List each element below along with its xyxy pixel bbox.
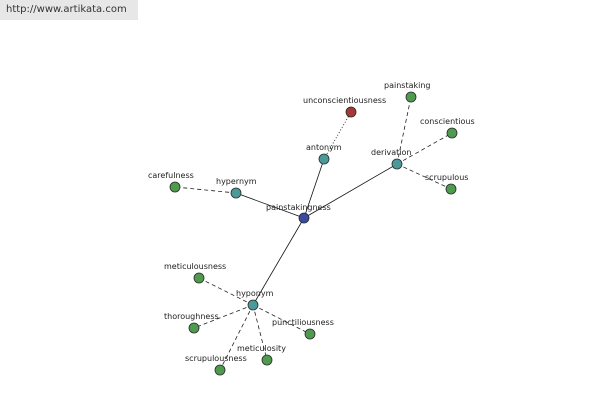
node-label-antonym[interactable]: antonym — [306, 143, 342, 152]
node-label-punctiliousness[interactable]: punctiliousness — [272, 318, 334, 327]
node-label-unconscientiousness[interactable]: unconscientiousness — [303, 96, 386, 105]
edge-painstakingness-hyponym — [252, 217, 305, 306]
node-painstaking[interactable] — [405, 91, 417, 103]
node-label-meticulousness[interactable]: meticulousness — [164, 262, 226, 271]
edge-derivation-conscientious — [396, 132, 453, 165]
node-label-painstaking[interactable]: painstaking — [384, 81, 430, 90]
node-label-thoroughness[interactable]: thoroughness — [164, 312, 219, 321]
edge-derivation-painstaking — [396, 96, 412, 165]
node-label-carefulness[interactable]: carefulness — [148, 171, 194, 180]
nodes-layer — [169, 91, 458, 376]
edge-painstakingness-antonym — [303, 158, 325, 219]
node-label-scrupulousness[interactable]: scrupulousness — [185, 354, 247, 363]
edges-layer — [174, 96, 453, 371]
node-antonym[interactable] — [318, 153, 330, 165]
node-painstakingness[interactable] — [298, 212, 310, 224]
node-hypernym[interactable] — [230, 187, 242, 199]
edge-hyponym-meticulousness — [198, 277, 254, 306]
node-carefulness[interactable] — [169, 181, 181, 193]
node-hyponym[interactable] — [247, 299, 259, 311]
node-scrupulous[interactable] — [445, 183, 457, 195]
node-label-derivation[interactable]: derivation — [371, 148, 411, 157]
node-label-conscientious[interactable]: conscientious — [420, 117, 475, 126]
node-thoroughness[interactable] — [188, 322, 200, 334]
edge-derivation-scrupulous — [396, 163, 452, 190]
edge-hyponym-thoroughness — [193, 304, 254, 329]
node-label-hypernym[interactable]: hypernym — [216, 177, 257, 186]
node-unconscientiousness[interactable] — [345, 106, 357, 118]
node-conscientious[interactable] — [446, 127, 458, 139]
edge-painstakingness-hypernym — [235, 192, 305, 219]
edge-painstakingness-derivation — [303, 163, 398, 219]
node-label-painstakingness[interactable]: painstakingness — [266, 203, 331, 212]
url-banner[interactable]: http://www.artikata.com — [0, 0, 138, 20]
node-label-meticulosity[interactable]: meticulosity — [237, 344, 286, 353]
node-label-hyponym[interactable]: hyponym — [236, 289, 274, 298]
node-label-scrupulous[interactable]: scrupulous — [425, 173, 468, 182]
edge-antonym-unconscientiousness — [323, 111, 352, 160]
edge-hyponym-meticulosity — [252, 304, 268, 361]
edge-hypernym-carefulness — [174, 186, 237, 194]
labels-layer: painstakingness hypernym antonym derivation… — [148, 81, 475, 363]
node-punctiliousness[interactable] — [304, 328, 316, 340]
edge-hyponym-punctiliousness — [252, 304, 311, 335]
node-meticulousness[interactable] — [193, 272, 205, 284]
edge-hyponym-scrupulousness — [219, 304, 254, 371]
node-meticulosity[interactable] — [261, 354, 273, 366]
node-derivation[interactable] — [391, 158, 403, 170]
node-scrupulousness[interactable] — [214, 364, 226, 376]
